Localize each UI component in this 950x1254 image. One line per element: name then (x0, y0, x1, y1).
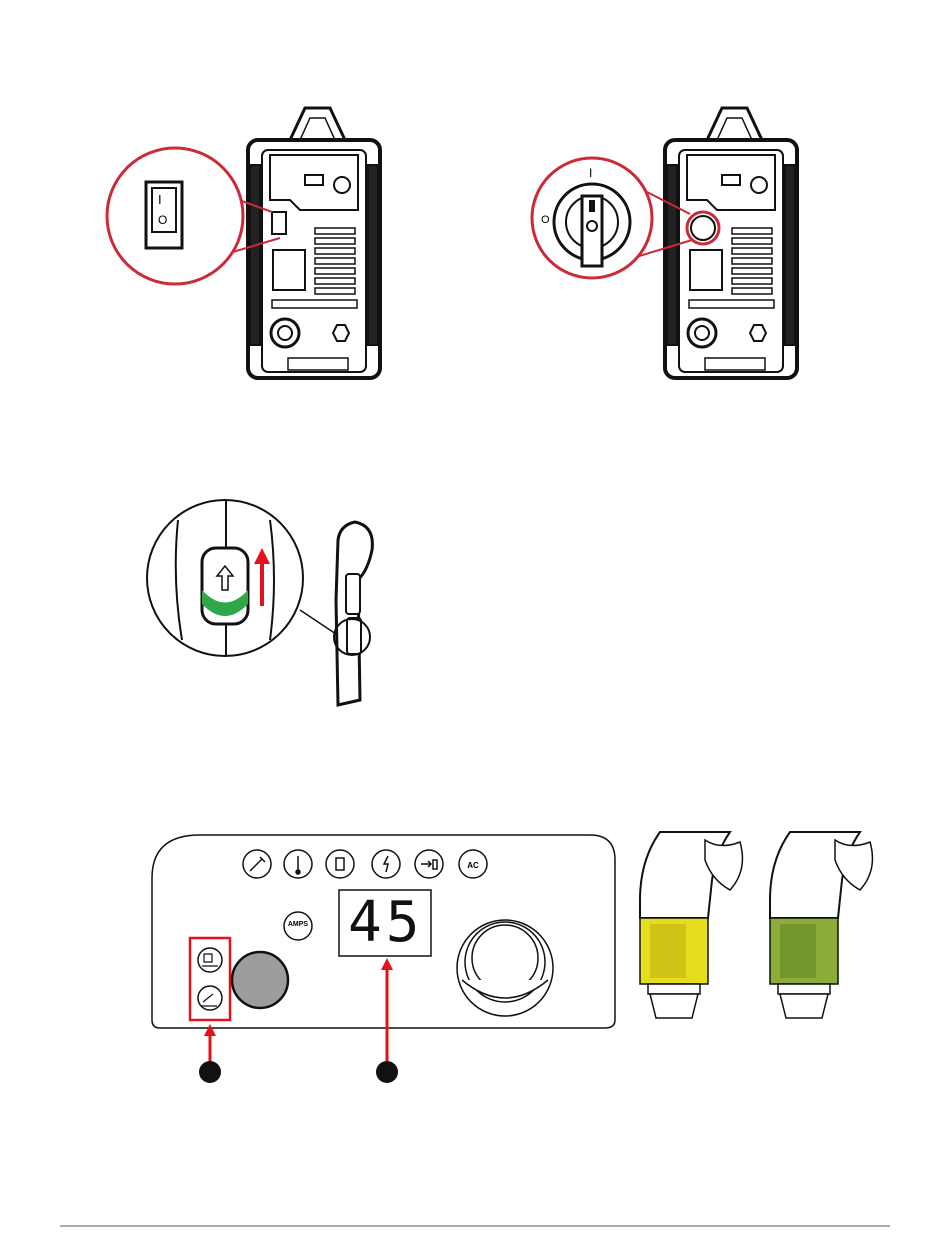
callout-marker-2 (376, 1061, 398, 1083)
mode-button[interactable] (232, 952, 288, 1008)
torch-green (770, 832, 872, 1018)
ac-label: AC (462, 861, 484, 870)
amps-label: AMPS (285, 921, 311, 928)
amperage-display-value: 45 (348, 890, 422, 955)
control-panel (152, 835, 615, 1083)
gas-flow-icon (326, 850, 354, 878)
callout-marker-1 (199, 1061, 221, 1083)
cut-mode-icon[interactable] (198, 948, 222, 972)
torch-yellow (640, 832, 742, 1018)
amperage-knob[interactable] (457, 920, 553, 1016)
